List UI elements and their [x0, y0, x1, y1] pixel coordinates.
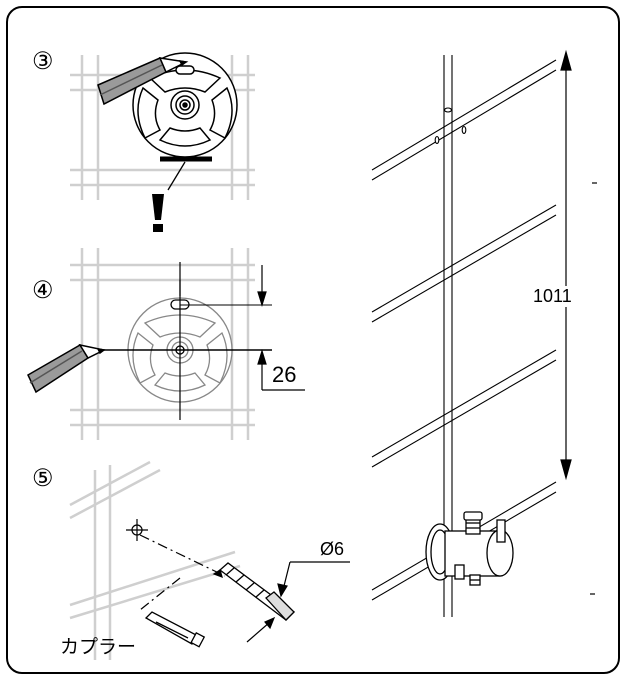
- wall-view: [371, 49, 597, 617]
- warning-exclamation-icon: [152, 194, 164, 232]
- diagram-frame: [6, 6, 620, 674]
- coupler-label: カプラー: [60, 636, 137, 658]
- height-dimension: [560, 49, 572, 481]
- step5-wall-grid: [69, 460, 241, 660]
- step4-pencil: [27, 343, 107, 394]
- step4-number: ④: [32, 277, 54, 304]
- step5-drill-mark: [126, 519, 148, 541]
- edge-ticks: [590, 182, 597, 595]
- height-dimension-label: 1011: [531, 286, 574, 307]
- step5-number: ⑤: [32, 465, 54, 492]
- drill-bit-icon: [212, 562, 295, 621]
- step4-tile-grid: [70, 248, 255, 440]
- step4-offset-dimension-label: 26: [272, 362, 297, 387]
- drill-diameter-dimension: [246, 561, 350, 643]
- step3-mounting-plate: [132, 52, 238, 162]
- drill-diameter-label: Ø6: [320, 539, 345, 559]
- step3-panel: [70, 52, 255, 232]
- step3-pencil: [97, 57, 189, 106]
- step3-number: ③: [32, 48, 54, 75]
- step4-panel: [27, 248, 305, 440]
- wall-plug-icon: [144, 611, 206, 648]
- step4-dimension-26: [257, 265, 305, 391]
- wall-tile-joints: [371, 55, 557, 617]
- step5-panel: [69, 460, 350, 660]
- thermostatic-valve-icon: [425, 511, 514, 586]
- wall-drill-marks: [434, 107, 467, 145]
